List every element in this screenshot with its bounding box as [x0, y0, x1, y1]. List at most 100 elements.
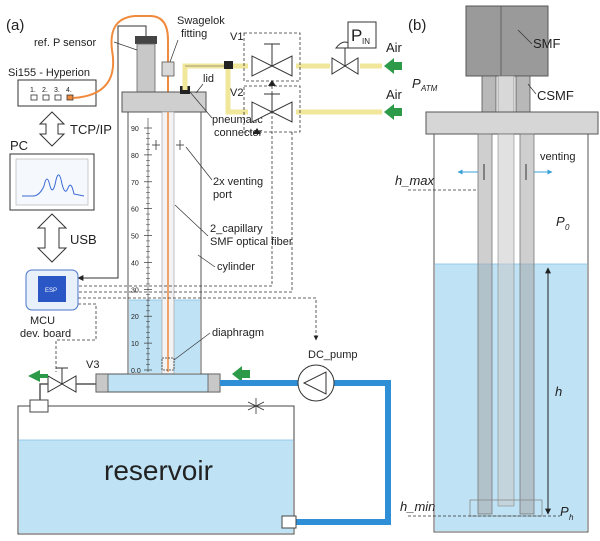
hyperion-label: Si155 - Hyperion — [8, 67, 90, 79]
swagelok-label-1: Swagelok — [177, 15, 225, 27]
v3-control-line — [55, 303, 97, 372]
v2-label: V2 — [230, 87, 243, 99]
csmf-label: CSMF — [537, 88, 574, 103]
lid-leader — [195, 83, 204, 94]
scale-label: 70 — [131, 180, 139, 187]
cylinder-leader — [197, 254, 216, 268]
ref-sensor-leader — [113, 41, 138, 51]
diaphragm-leader — [173, 332, 211, 361]
pump-control-line — [78, 297, 319, 341]
valve-v3 — [47, 367, 77, 393]
diaphragm-label: diaphragm — [212, 327, 264, 339]
venting-arrows — [152, 140, 184, 150]
scale-label: 20 — [131, 314, 139, 321]
patm-sub: ATM — [420, 84, 438, 93]
scale-label: 60 — [131, 207, 139, 214]
swagelok-fitting — [161, 61, 175, 77]
cylinder-label: cylinder — [217, 261, 255, 273]
panel-a-label: (a) — [6, 17, 24, 34]
mcu-chip — [38, 276, 66, 302]
channel-2: 2. — [42, 87, 48, 94]
lid-label: lid — [203, 73, 214, 85]
tcpip-arrow — [38, 111, 66, 147]
ref-sensor-label: ref. P sensor — [34, 37, 96, 49]
csmf-right — [519, 133, 535, 515]
pipe-pump-reservoir — [296, 380, 391, 525]
venting-label-1: 2x venting — [213, 176, 263, 188]
capillary-label-2: SMF optical fiber — [210, 236, 293, 248]
venting-label-2: port — [213, 189, 232, 201]
lid — [121, 91, 207, 113]
dc-pump-label: DC_pump — [308, 349, 358, 361]
v3-to-reservoir — [39, 383, 48, 400]
tcpip-label: TCP/IP — [70, 122, 112, 137]
capillary-label-1: 2_capillary — [210, 223, 263, 235]
dc-pump — [297, 364, 335, 402]
v3-label: V3 — [86, 359, 99, 371]
tube-to-v2 — [225, 66, 248, 115]
outlet-pipe — [95, 373, 221, 393]
h-label: h — [555, 384, 562, 399]
scale-label: 50 — [131, 234, 139, 241]
reservoir-inlet — [29, 399, 49, 413]
scale-label: 80 — [131, 153, 139, 160]
csmf-leader — [527, 83, 537, 95]
hmin-label: h_min — [400, 499, 435, 514]
pin-box — [347, 21, 377, 49]
hmax-label: h_max — [395, 173, 435, 188]
tee-connector — [224, 61, 233, 69]
pneumatic-leader — [189, 91, 213, 119]
ph-sub: h — [569, 513, 574, 522]
hyperion-box — [17, 79, 97, 107]
spectrum-plot — [22, 174, 85, 197]
patm-main: P — [412, 76, 421, 91]
sensor-wire — [77, 25, 147, 281]
scale-label: 40 — [131, 260, 139, 267]
capillary-leader — [174, 204, 209, 237]
channel-3: 3. — [54, 87, 60, 94]
swagelok-label-2: fitting — [181, 28, 207, 40]
pc-label: PC — [10, 138, 28, 153]
lid-b — [425, 111, 599, 135]
v2-control-line — [78, 132, 293, 293]
pin-main: P — [351, 26, 362, 45]
pump-symbol — [302, 371, 327, 395]
mcu-chip-label: ESP — [45, 288, 57, 294]
venting-b — [457, 164, 553, 180]
v3-flow-arrow — [28, 370, 48, 382]
pc-screen — [15, 158, 89, 206]
csmf-left — [477, 133, 493, 515]
smf-leader — [517, 29, 533, 45]
outlet-fitting-right — [207, 373, 221, 393]
ref-sensor-cap — [135, 36, 157, 44]
reservoir-outlet — [281, 515, 297, 529]
smf-core-top — [497, 75, 515, 113]
v1-actuator — [268, 80, 276, 86]
air-top-arrow — [384, 58, 402, 74]
pneumatic-label-2: connector — [214, 127, 263, 139]
v1-label: V1 — [230, 31, 243, 43]
usb-label: USB — [70, 232, 97, 247]
air-mid-label: Air — [386, 87, 403, 102]
reservoir-label: reservoir — [104, 455, 213, 486]
scale-label: 0.0 — [131, 368, 141, 375]
csmf-right-top — [515, 75, 531, 113]
ph-main: P — [560, 504, 569, 519]
optical-fiber — [72, 15, 169, 372]
p0-sub: 0 — [565, 223, 570, 232]
v1-control-line — [78, 86, 273, 287]
p0-main: P — [556, 214, 565, 229]
reservoir-water — [19, 440, 293, 533]
venting-b-label: venting — [540, 151, 575, 163]
mcu-label-2: dev. board — [20, 328, 71, 340]
panel-b-label: (b) — [408, 17, 426, 34]
scale-label: 10 — [131, 341, 139, 348]
valve-v1 — [251, 43, 293, 77]
usb-arrow — [36, 213, 68, 263]
diaphragm — [161, 357, 175, 371]
ref-pressure-sensor — [136, 43, 156, 93]
swagelok-leader — [169, 39, 179, 63]
